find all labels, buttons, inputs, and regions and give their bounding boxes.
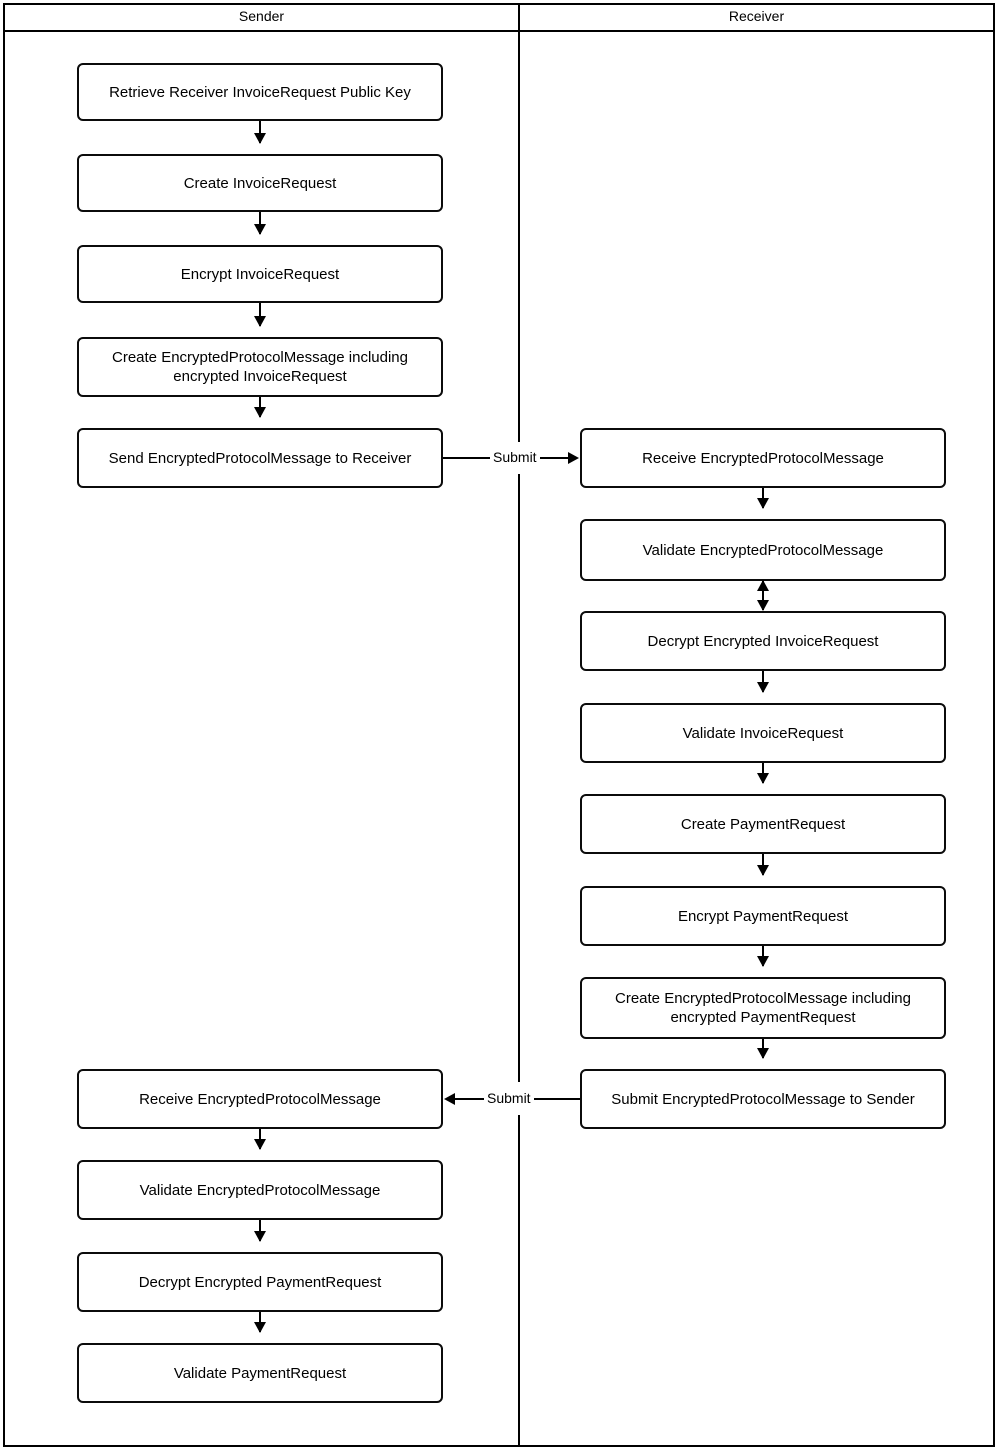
arrow-r7-to-r8 [757,1039,769,1059]
arrow-head-submit-to-sender [444,1093,455,1105]
arrow-r5-to-r6 [757,854,769,876]
arrow-s8-to-s9 [254,1312,266,1333]
arrow-r1-to-r2 [757,488,769,509]
node-encrypt-invoicerequest[interactable]: Encrypt InvoiceRequest [77,245,443,303]
lane-divider-seg-1 [518,32,520,442]
node-encrypt-paymentrequest[interactable]: Encrypt PaymentRequest [580,886,946,946]
node-create-epm-paymentrequest[interactable]: Create EncryptedProtocolMessage includin… [580,977,946,1039]
arrow-r6-to-r7 [757,946,769,967]
arrow-s2-to-s3 [254,212,266,235]
arrow-s6-to-s7 [254,1129,266,1150]
node-receiver-validate-epm[interactable]: Validate EncryptedProtocolMessage [580,519,946,581]
node-create-paymentrequest[interactable]: Create PaymentRequest [580,794,946,854]
node-decrypt-encrypted-invoicerequest[interactable]: Decrypt Encrypted InvoiceRequest [580,611,946,671]
arrow-s3-to-s4 [254,303,266,327]
arrow-s1-to-s2 [254,121,266,144]
lane-divider-seg-2 [518,474,520,1082]
node-create-invoicerequest[interactable]: Create InvoiceRequest [77,154,443,212]
arrow-r2-to-r3-bidirectional [757,580,769,611]
node-receiver-receive-epm[interactable]: Receive EncryptedProtocolMessage [580,428,946,488]
node-validate-paymentrequest[interactable]: Validate PaymentRequest [77,1343,443,1403]
arrow-s4-to-s5 [254,397,266,418]
node-retrieve-receiver-public-key[interactable]: Retrieve Receiver InvoiceRequest Public … [77,63,443,121]
lane-header-receiver: Receiver [728,8,785,24]
node-send-epm-to-receiver[interactable]: Send EncryptedProtocolMessage to Receive… [77,428,443,488]
node-sender-validate-epm[interactable]: Validate EncryptedProtocolMessage [77,1160,443,1220]
node-decrypt-encrypted-paymentrequest[interactable]: Decrypt Encrypted PaymentRequest [77,1252,443,1312]
header-separator [3,30,995,32]
lane-header-sender: Sender [238,8,285,24]
arrow-head-submit-to-receiver [568,452,579,464]
node-create-epm-invoicerequest[interactable]: Create EncryptedProtocolMessage includin… [77,337,443,397]
lane-divider-header [518,3,520,30]
node-sender-receive-epm[interactable]: Receive EncryptedProtocolMessage [77,1069,443,1129]
arrow-r3-to-r4 [757,671,769,693]
arrow-s7-to-s8 [254,1220,266,1242]
diagram-frame [3,3,995,1447]
node-validate-invoicerequest[interactable]: Validate InvoiceRequest [580,703,946,763]
arrow-r4-to-r5 [757,763,769,784]
edge-label-submit-to-sender: Submit [484,1090,534,1106]
node-submit-epm-to-sender[interactable]: Submit EncryptedProtocolMessage to Sende… [580,1069,946,1129]
edge-label-submit-to-receiver: Submit [490,449,540,465]
lane-divider-seg-3 [518,1115,520,1447]
